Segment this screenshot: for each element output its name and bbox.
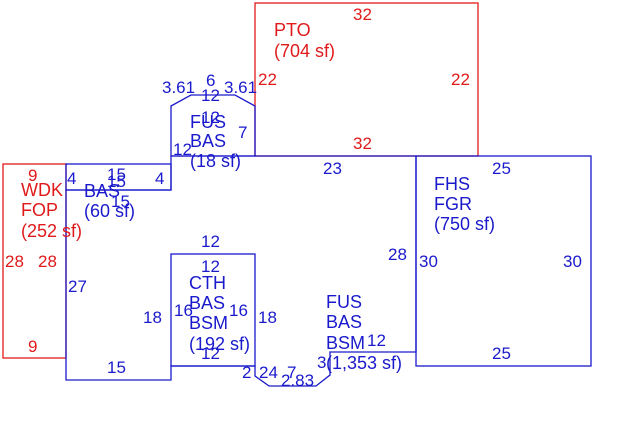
fus-main-seg-e: 3 xyxy=(317,353,326,372)
cth-code1: CTH xyxy=(189,273,226,293)
cth-dim-top: 12 xyxy=(201,232,220,251)
cth-code2: BAS xyxy=(189,293,225,313)
fus-main-code3: BSM xyxy=(326,333,365,353)
fus-upper-dim-top-a: 3.61 xyxy=(162,78,195,97)
fus-upper-dim-inner: 12 xyxy=(201,86,220,105)
pto-code: PTO xyxy=(274,20,311,40)
wdk-dim-bottom: 9 xyxy=(28,337,37,356)
fus-main-dim-right-inner: 18 xyxy=(258,308,277,327)
wdk-dim-right: 28 xyxy=(38,252,57,271)
fus-upper-dim-top-b: 6 xyxy=(206,71,215,90)
cth-dim-right: 16 xyxy=(229,301,248,320)
fus-main-code2: BAS xyxy=(326,312,362,332)
cth-code3: BSM xyxy=(189,313,228,333)
fus-main-area: (1,353 sf) xyxy=(326,353,402,373)
fhs-code1: FHS xyxy=(434,174,470,194)
bas-small-dim-right: 4 xyxy=(155,169,164,188)
fus-upper-dim-right: 7 xyxy=(238,123,247,142)
fus-upper-code1: FUS xyxy=(190,112,226,132)
fus-main-dim-left-outer: 27 xyxy=(68,277,87,296)
fus-upper-dim-top-c: 3.61 xyxy=(224,78,257,97)
fus-main-seg-a: 2 xyxy=(242,363,251,382)
bas-small-dim-top: 15 xyxy=(107,165,126,184)
wdk-dim-left: 28 xyxy=(5,252,24,271)
fhs-code2: FGR xyxy=(434,194,472,214)
fus-upper-area: (18 sf) xyxy=(190,151,241,171)
pto-area: (704 sf) xyxy=(274,41,335,61)
fhs-dim-left: 30 xyxy=(419,252,438,271)
cth-dim-top2: 12 xyxy=(201,257,220,276)
fus-main-dim-bottom-left: 15 xyxy=(107,358,126,377)
fus-upper-code2: BAS xyxy=(190,131,226,151)
fus-main-outline xyxy=(65,155,417,387)
fus-main-dim-top: 23 xyxy=(323,159,342,178)
fus-main-seg-b: 24 xyxy=(259,363,278,382)
fus-main-seg-f: 12 xyxy=(367,331,386,350)
bas-small-code: BAS xyxy=(84,181,120,201)
fhs-dim-top: 25 xyxy=(492,159,511,178)
fus-upper-dim-left: 12 xyxy=(173,140,192,159)
bas-small-dim-mid2: 15 xyxy=(111,192,130,211)
wdk-code1: WDK xyxy=(21,180,63,200)
bas-small-area: (60 sf) xyxy=(84,201,135,221)
pto-dim-right: 22 xyxy=(451,70,470,89)
fus-main-dim-right: 28 xyxy=(388,245,407,264)
wdk-area: (252 sf) xyxy=(21,221,82,241)
fus-main-code1: FUS xyxy=(326,292,362,312)
cth-dim-left: 16 xyxy=(174,301,193,320)
fus-main-dim-left-inner: 18 xyxy=(143,308,162,327)
pto-dim-top: 32 xyxy=(353,5,372,24)
pto-dim-left: 22 xyxy=(258,70,277,89)
wdk-dim-top: 9 xyxy=(28,166,37,185)
bas-small-dim-left: 4 xyxy=(67,169,76,188)
fus-main-seg-c: 7 xyxy=(287,363,296,382)
fus-main-seg-d: 2.83 xyxy=(281,371,314,390)
fhs-dim-right: 30 xyxy=(563,252,582,271)
cth-area: (192 sf) xyxy=(189,334,250,354)
fhs-area: (750 sf) xyxy=(434,214,495,234)
fhs-dim-bottom: 25 xyxy=(492,344,511,363)
wdk-code2: FOP xyxy=(21,200,58,220)
pto-dim-bottom: 32 xyxy=(353,134,372,153)
cth-dim-bottom: 12 xyxy=(201,344,220,363)
bas-small-dim-mid: 15 xyxy=(107,172,126,191)
fus-upper-dim-inner2: 12 xyxy=(201,108,220,127)
